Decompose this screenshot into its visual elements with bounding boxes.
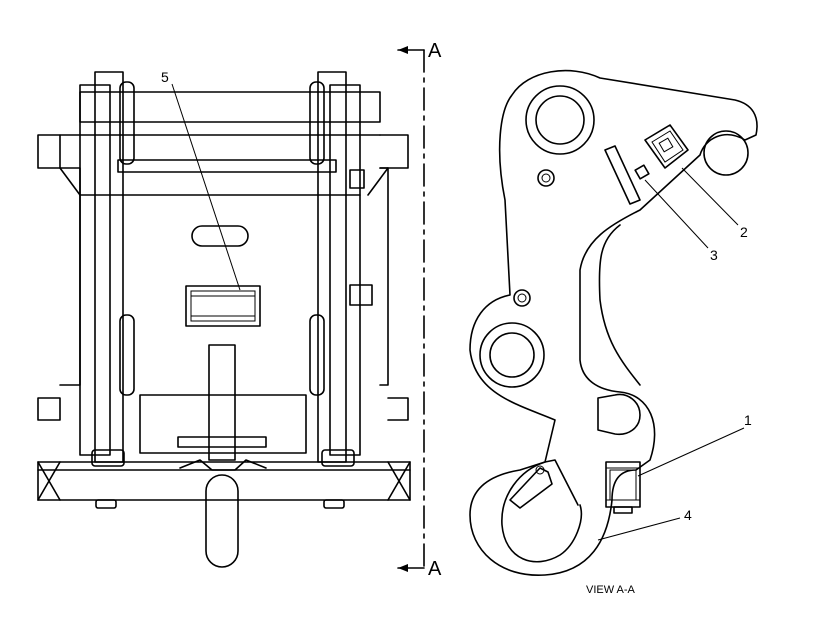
decal-2 xyxy=(644,124,689,169)
bottom-bar xyxy=(37,461,411,501)
section-line: A A xyxy=(397,40,442,580)
center-rod xyxy=(208,344,236,461)
decal-3 xyxy=(634,164,650,180)
lower-rod xyxy=(205,474,239,568)
right-side-plate xyxy=(329,84,361,456)
callout-5: 5 xyxy=(161,69,169,85)
callout-4: 4 xyxy=(684,507,692,523)
callout-2: 2 xyxy=(740,224,748,240)
label-plate-5 xyxy=(185,285,261,327)
section-mark-top: A xyxy=(428,40,442,62)
lock-1 xyxy=(605,461,641,514)
callout-3: 3 xyxy=(710,247,718,263)
front-view xyxy=(37,71,411,568)
view-label: VIEW A-A xyxy=(586,584,636,596)
slot xyxy=(191,225,249,247)
leader-lines xyxy=(171,83,745,541)
top-cross-member xyxy=(79,91,381,123)
callout-1: 1 xyxy=(744,412,752,428)
section-view xyxy=(469,69,758,576)
section-mark-bottom: A xyxy=(428,558,442,580)
